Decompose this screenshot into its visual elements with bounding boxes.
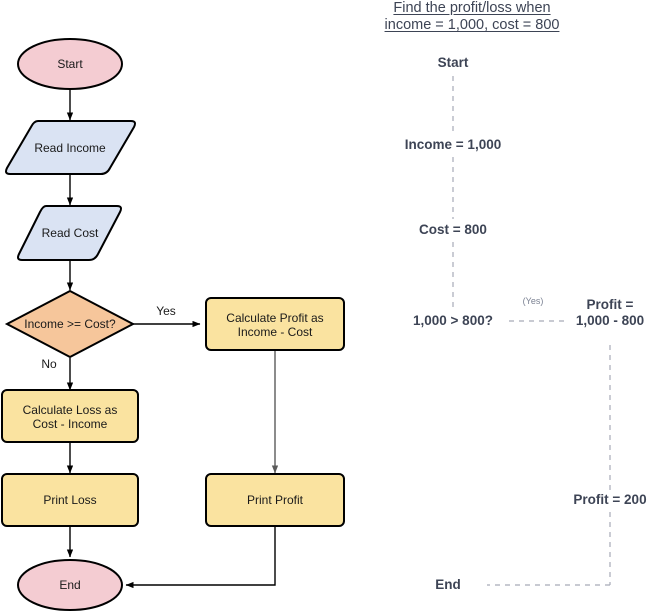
node-read-income[interactable]	[5, 120, 136, 175]
trace-step-cost: Cost = 800	[419, 222, 487, 237]
trace-connectors	[452, 76, 611, 586]
node-start[interactable]	[17, 38, 123, 90]
node-print-loss[interactable]	[1, 473, 139, 527]
trace-title: Find the profit/loss when income = 1,000…	[352, 0, 592, 34]
trace-step-profit-expression: Profit = 1,000 - 800	[575, 297, 645, 328]
trace-title-line-2: income = 1,000, cost = 800	[384, 17, 560, 33]
trace-step-start: Start	[437, 55, 469, 70]
node-decision-income-ge-cost[interactable]	[4, 289, 136, 359]
node-print-profit[interactable]	[205, 473, 345, 527]
trace-branch-label-yes: (Yes)	[522, 296, 544, 306]
edge-label-yes: Yes	[156, 304, 176, 318]
node-read-cost[interactable]	[17, 205, 122, 261]
trace-title-line-1: Find the profit/loss when	[393, 0, 551, 16]
node-calculate-profit[interactable]	[205, 297, 345, 351]
trace-step-decision: 1,000 > 800?	[413, 313, 493, 328]
edge-print-profit-to-end	[125, 525, 276, 589]
trace-step-end: End	[435, 577, 461, 592]
flowchart-connectors	[66, 88, 279, 589]
edge-label-no: No	[41, 357, 57, 371]
node-end[interactable]	[17, 559, 123, 611]
trace-step-profit-value: Profit = 200	[573, 492, 647, 507]
flowchart-shapes	[1, 38, 345, 611]
node-calculate-loss[interactable]	[1, 389, 139, 443]
trace-step-income: Income = 1,000	[404, 137, 502, 152]
